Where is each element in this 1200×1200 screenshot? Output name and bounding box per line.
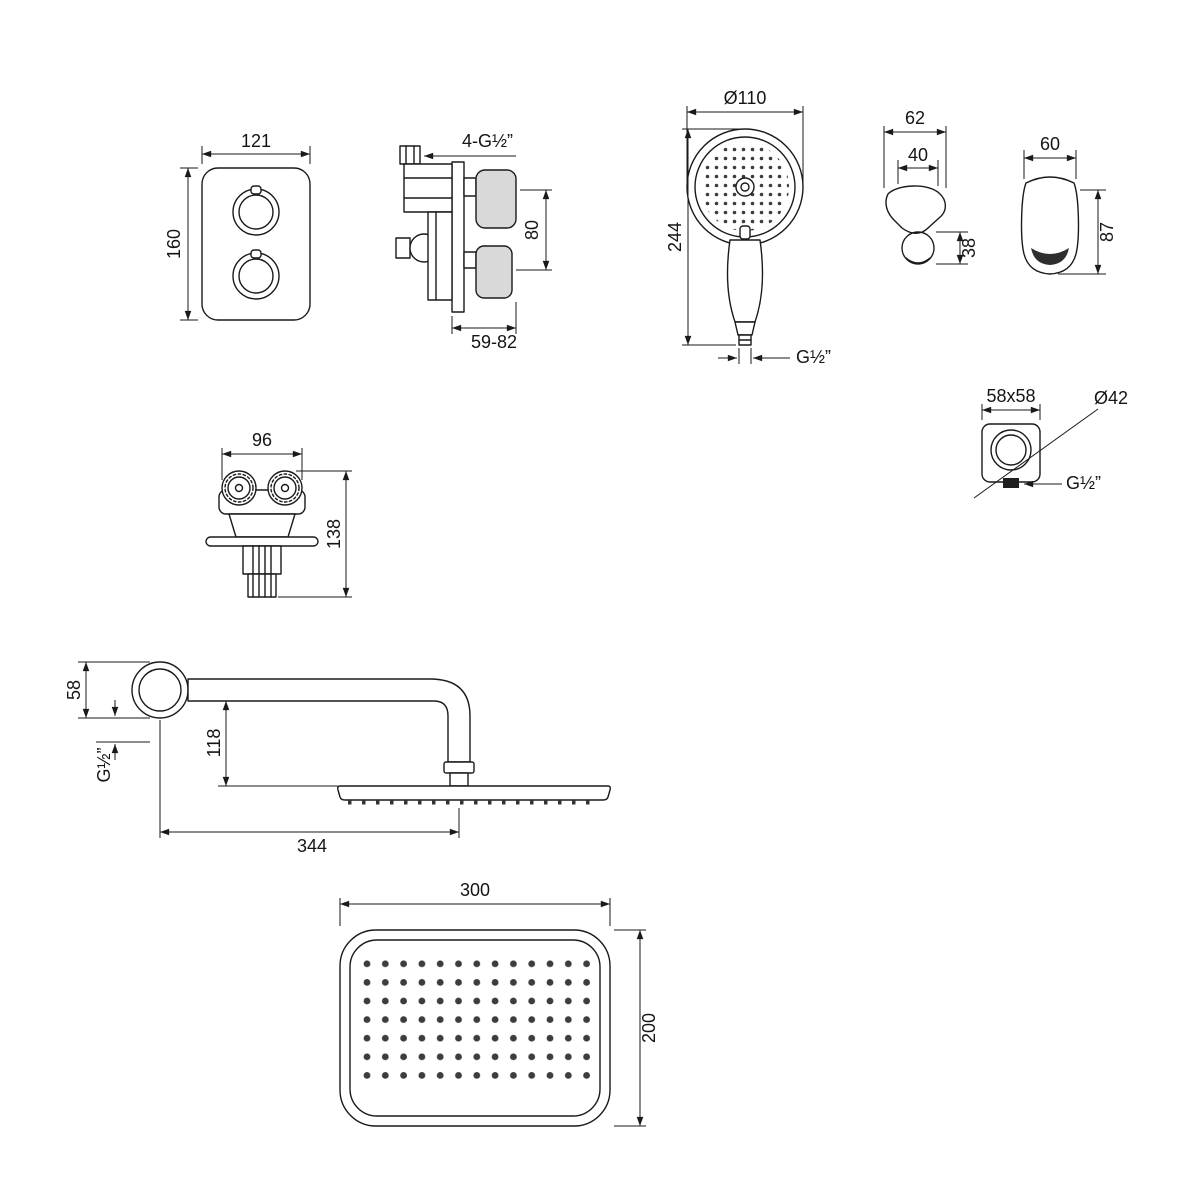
bracket-cradle <box>901 231 935 265</box>
dim-arm-thread: G½” <box>94 747 114 782</box>
arm-wall-flange <box>131 661 189 719</box>
dim-outlet-thread: G½” <box>1066 473 1101 493</box>
handshower-cone <box>734 321 756 336</box>
shower-bracket-front-view: 60 87 <box>1020 134 1117 275</box>
mounting-plate-edge <box>205 536 319 547</box>
bracket-front-clamp <box>1031 248 1069 265</box>
wall-outlet-view: Ø42 58x58 G½” <box>973 386 1128 499</box>
mixer-trim-front-view: 121 160 <box>164 131 311 321</box>
lower-housing <box>475 245 513 299</box>
wall-plate <box>451 161 465 313</box>
left-handle-top <box>221 470 257 506</box>
hand-shower-view: Ø110 244 G½” <box>665 88 831 367</box>
showerhead-edge-view <box>337 785 611 801</box>
dim-arm-flange: 58 <box>64 680 84 700</box>
showerhead-spray-face <box>361 957 590 1082</box>
trim-plate <box>201 167 311 321</box>
dim-outlet-diameter: Ø42 <box>1094 388 1128 408</box>
dim-trim-height: 160 <box>164 229 184 259</box>
dim-handshower-thread: G½” <box>796 347 831 367</box>
right-handle-top <box>267 470 303 506</box>
bracket-front-body <box>1020 176 1080 275</box>
dim-valve-height: 80 <box>522 220 542 240</box>
handshower-handle <box>726 239 764 323</box>
outlet-diameter-leader <box>973 408 1099 499</box>
upper-knob-notch <box>250 185 262 195</box>
valve-stem-upper <box>242 545 282 575</box>
dim-arm-drop: 118 <box>204 729 224 758</box>
upper-outlet-nipple <box>463 177 477 197</box>
valve-stem-lower <box>247 573 277 598</box>
shower-arm-side-view: 58 G½” 118 344 <box>64 661 611 856</box>
dim-arm-reach: 344 <box>297 836 327 856</box>
valve-lower-body <box>427 211 453 301</box>
mixer-valve-top-view: 96 138 <box>205 430 352 598</box>
dim-valve-depth: 59-82 <box>471 332 517 352</box>
dim-valve-body-height: 138 <box>324 519 344 549</box>
shower-bracket-side-view: 62 40 38 <box>883 108 979 265</box>
dim-showerhead-depth: 200 <box>639 1013 659 1043</box>
shower-arm-tube <box>187 678 471 763</box>
valve-stem <box>395 237 411 259</box>
dim-showerhead-width: 300 <box>460 880 490 900</box>
dim-bracket-front-height: 87 <box>1097 222 1117 242</box>
dim-bracket-front-width: 60 <box>1040 134 1060 154</box>
dim-valve-thread: 4-G½” <box>462 131 513 151</box>
showerhead-nozzles <box>348 800 600 806</box>
bracket-body <box>885 185 947 234</box>
dim-bracket-height: 38 <box>959 238 979 258</box>
valve-neck <box>228 513 296 538</box>
arm-connector-nut <box>443 761 475 774</box>
dim-trim-width: 121 <box>241 131 271 151</box>
top-port <box>399 145 421 165</box>
outlet-nipple <box>1003 478 1019 488</box>
outlet-boss <box>990 429 1032 471</box>
arm-connector-stub <box>449 772 469 787</box>
dim-handshower-length: 244 <box>665 222 685 252</box>
lower-outlet-nipple <box>463 251 477 269</box>
valve-upper-body <box>403 163 453 213</box>
lower-knob-notch <box>250 249 262 259</box>
dim-outlet-plate: 58x58 <box>986 386 1035 406</box>
dim-handshower-diameter: Ø110 <box>724 88 767 108</box>
upper-housing <box>475 169 517 229</box>
shower-head-top-view: 300 200 <box>339 880 659 1127</box>
dim-bracket-depth: 62 <box>905 108 925 128</box>
dim-bracket-inner-depth: 40 <box>908 145 928 165</box>
mixer-valve-side-view: 4-G½” 80 59-82 <box>395 131 552 352</box>
handshower-button <box>739 225 751 240</box>
dim-valve-body-width: 96 <box>252 430 272 450</box>
handshower-center-cap <box>735 177 755 197</box>
